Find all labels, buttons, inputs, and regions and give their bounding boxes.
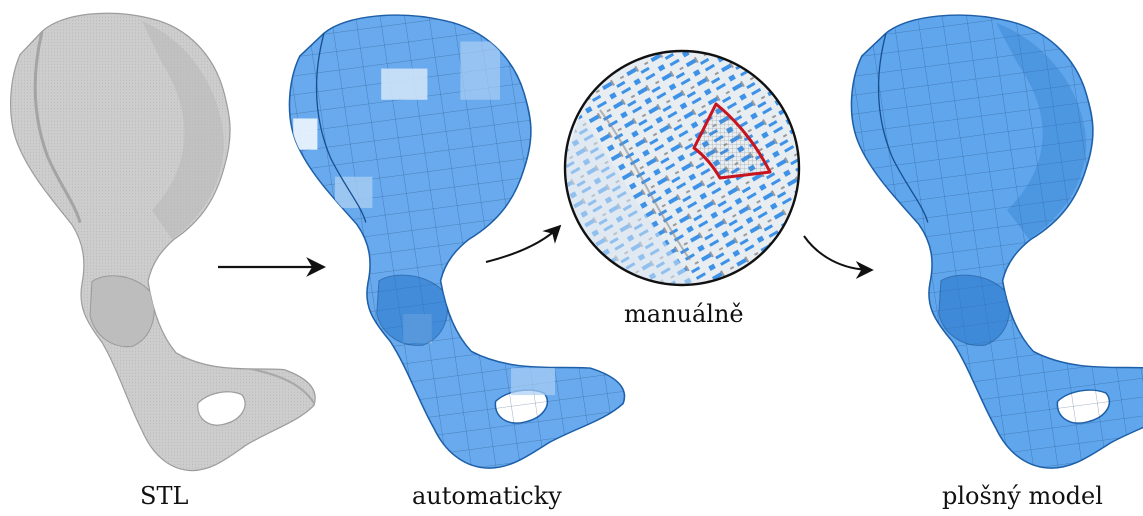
stl-bone-model [11, 13, 316, 470]
final-surface-model [842, 2, 1143, 491]
stl-label: STL [140, 482, 188, 510]
curved-arrow-icon [804, 236, 872, 270]
automatic-label: automaticky [412, 482, 562, 510]
curved-arrow-icon [486, 226, 560, 262]
surface-model-label: plošný model [942, 482, 1103, 510]
manual-zoom-view [560, 50, 810, 300]
manual-label: manuálně [624, 300, 744, 328]
